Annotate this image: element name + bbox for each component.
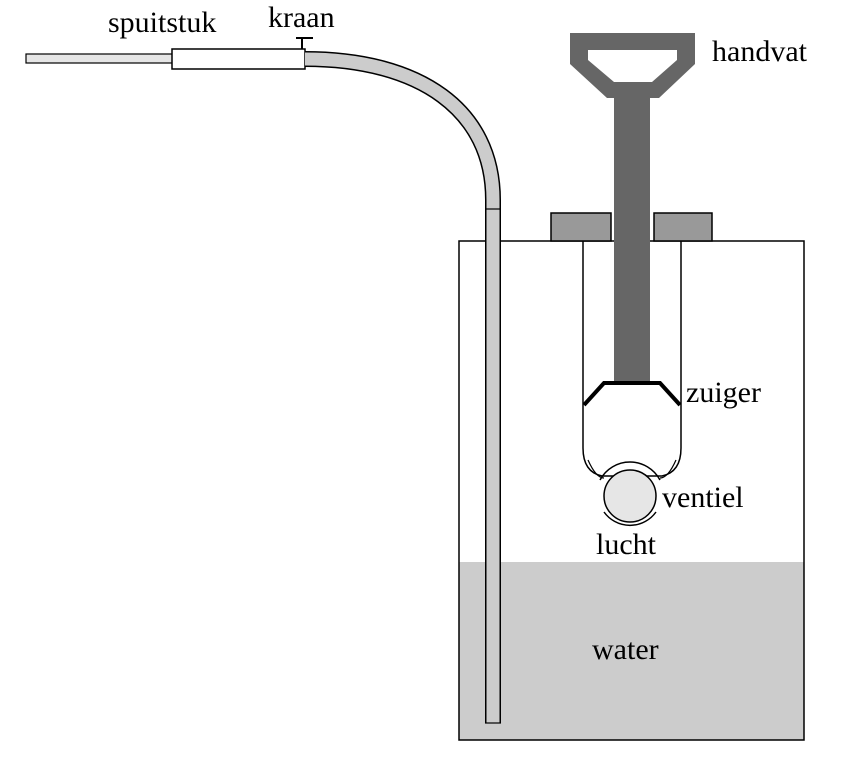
cylinder-bottom (587, 459, 677, 479)
piston (582, 381, 682, 407)
label-zuiger: zuiger (686, 376, 761, 409)
label-ventiel: ventiel (662, 481, 744, 514)
nozzle-tube (25, 53, 174, 64)
label-water: water (592, 633, 659, 666)
tap-body (171, 48, 306, 70)
label-spuitstuk: spuitstuk (108, 6, 217, 39)
water-fill (459, 562, 804, 740)
label-lucht: lucht (596, 528, 656, 561)
label-kraan: kraan (268, 1, 335, 34)
label-handvat: handvat (712, 35, 807, 68)
collar-right (653, 212, 713, 242)
collar-left (550, 212, 612, 242)
tap-handle (296, 37, 313, 49)
valve-seat (599, 461, 661, 481)
handle-rod (614, 95, 650, 382)
handle-grip (570, 33, 695, 98)
valve-ball (603, 469, 657, 523)
valve-seat-bottom (603, 511, 657, 527)
hose (304, 52, 500, 723)
